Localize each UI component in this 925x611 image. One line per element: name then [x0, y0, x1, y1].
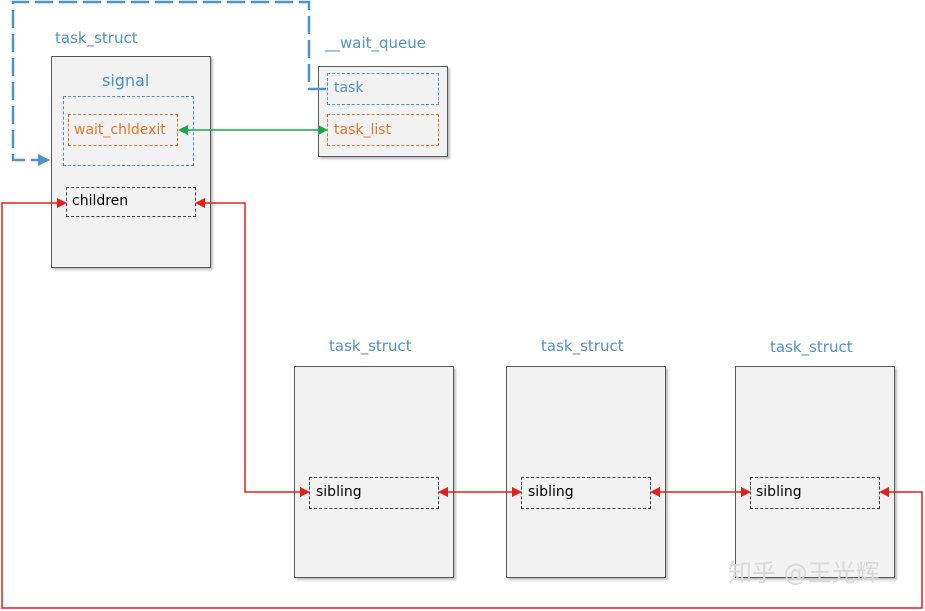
task-pointer-arrow: [11, 0, 326, 166]
task-label: task: [334, 80, 364, 96]
wait-chldexit-label: wait_chldexit: [74, 122, 166, 138]
wait-queue-box: [318, 66, 448, 157]
parent-task-struct-title: task_struct: [55, 29, 138, 47]
signal-label: signal: [102, 71, 150, 90]
task-list-label: task_list: [334, 122, 392, 138]
wait-queue-title: __wait_queue: [325, 34, 427, 52]
task-field: [327, 73, 439, 105]
last-sibling-to-children-arrow: [1, 198, 923, 609]
watermark: 知乎 @王光辉: [728, 559, 880, 587]
children-to-first-sibling-arrow: [195, 198, 310, 497]
wait-chldexit-field: [68, 114, 178, 146]
